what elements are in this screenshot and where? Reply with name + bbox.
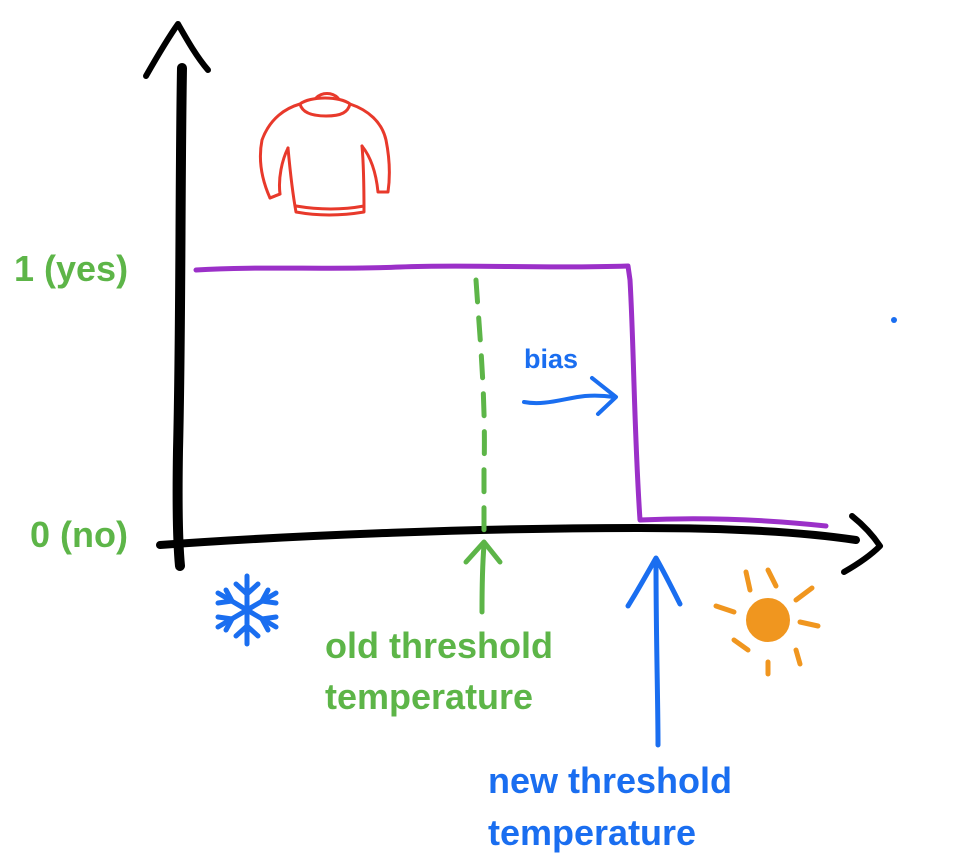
old-threshold-arrow — [463, 539, 503, 615]
y-label-no: 0 (no) — [30, 514, 128, 555]
sun-icon — [713, 567, 821, 677]
x-axis-arrowhead — [841, 513, 883, 575]
axes — [143, 21, 883, 575]
old-threshold-dashed-line — [473, 277, 487, 533]
x-axis — [156, 524, 860, 549]
bias-arrow — [522, 376, 618, 416]
sweater-icon — [258, 92, 391, 217]
step-function-line — [193, 263, 829, 529]
stray-dot — [891, 317, 897, 323]
new-threshold-label-line2: temperature — [488, 812, 696, 853]
new-threshold-arrow — [625, 555, 683, 748]
y-axis — [172, 63, 187, 571]
new-threshold-label-line1: new threshold — [488, 760, 732, 801]
snowflake-icon — [215, 573, 279, 647]
y-axis-arrowhead — [143, 21, 211, 79]
old-threshold-label-line2: temperature — [325, 676, 533, 717]
y-label-yes: 1 (yes) — [14, 248, 128, 289]
bias-label: bias — [524, 344, 578, 374]
old-threshold-label-line1: old threshold — [325, 625, 553, 666]
